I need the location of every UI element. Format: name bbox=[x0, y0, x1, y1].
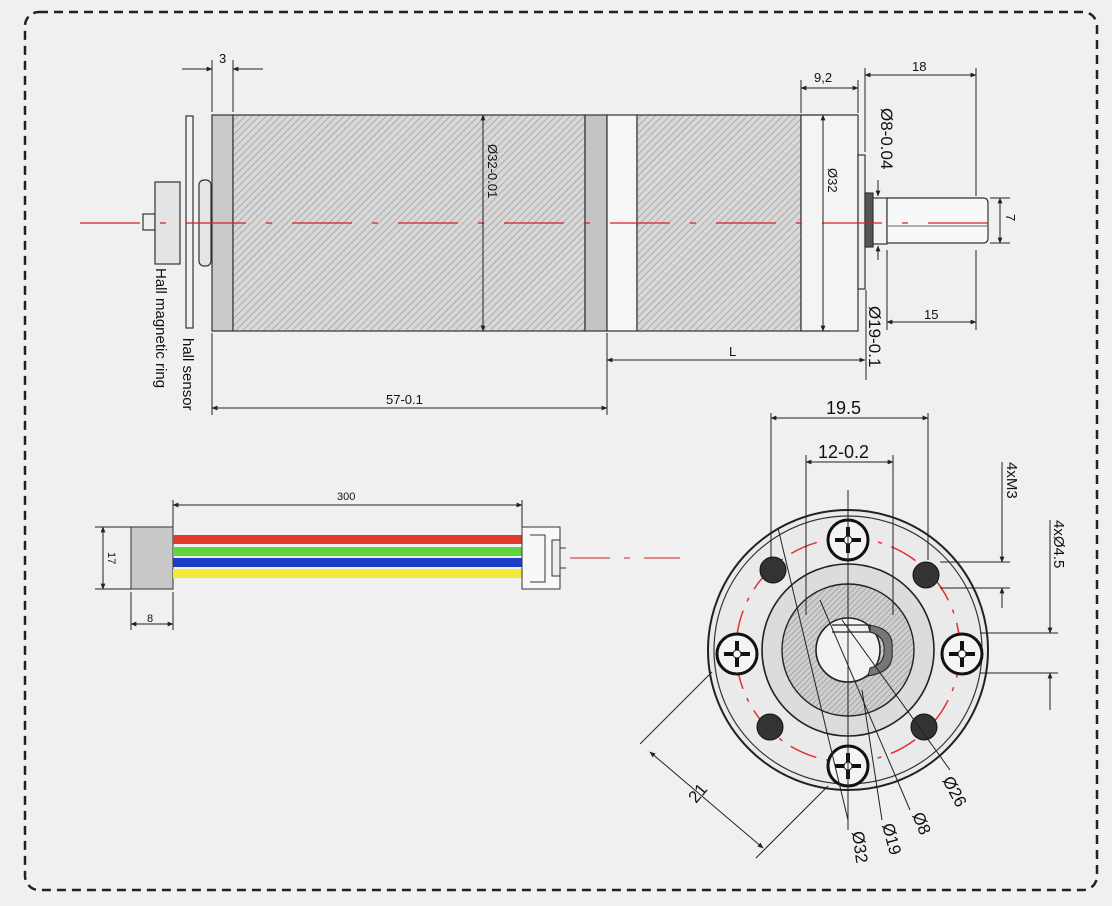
hall-magnetic-ring bbox=[154, 181, 181, 265]
dim-300-label: 300 bbox=[337, 491, 355, 503]
rear-shaft bbox=[142, 213, 156, 231]
dim-d8-face-label: Ø8 bbox=[908, 809, 934, 837]
wire-yellow bbox=[173, 569, 522, 578]
dim-d32-face-label: Ø32 bbox=[848, 830, 871, 864]
front-boss bbox=[857, 154, 866, 290]
dim-19-5-label: 19.5 bbox=[826, 398, 861, 418]
hall-sensor-plate bbox=[185, 115, 194, 329]
dim-17-label: 17 bbox=[105, 552, 117, 564]
dim-d19-label: Ø19-0.1 bbox=[865, 306, 884, 367]
dim-18-label: 18 bbox=[912, 59, 926, 74]
dim-4xM3-label: 4xM3 bbox=[1003, 462, 1020, 499]
wire-green bbox=[173, 547, 522, 556]
dim-d19-face-label: Ø19 bbox=[878, 821, 905, 857]
m3-hole-top-left bbox=[759, 556, 787, 584]
m3-hole-top-right bbox=[912, 561, 940, 589]
dim-12-label: 12-0.2 bbox=[818, 442, 869, 462]
hall-magnetic-ring-label: Hall magnetic ring bbox=[152, 268, 169, 388]
dim-d32-body-label: Ø32-0.01 bbox=[485, 144, 500, 198]
dim-L-label: L bbox=[729, 344, 736, 359]
wire-red bbox=[173, 535, 522, 544]
dim-9-2-label: 9,2 bbox=[814, 70, 832, 85]
front-washer bbox=[864, 192, 874, 248]
drawing-frame bbox=[23, 10, 1099, 892]
dim-57-label: 57-0.1 bbox=[386, 392, 423, 407]
hall-sensor-label: hall sensor bbox=[179, 338, 196, 411]
dim-d32-gear-label: Ø32 bbox=[825, 168, 840, 193]
dim-d26-label: Ø26 bbox=[938, 773, 970, 810]
dim-15-label: 15 bbox=[924, 307, 938, 322]
retaining-clip bbox=[867, 624, 893, 677]
screw-right bbox=[940, 632, 984, 676]
wire-blue bbox=[173, 558, 522, 567]
dim-7-label: 7 bbox=[1003, 214, 1018, 221]
dim-d8-label: Ø8-0.04 bbox=[877, 108, 896, 169]
dim-8-label: 8 bbox=[147, 613, 153, 625]
dim-21-label: 21 bbox=[685, 780, 712, 807]
dim-4xd4-5-label: 4xØ4.5 bbox=[1050, 520, 1067, 568]
output-shaft bbox=[886, 197, 989, 244]
cable-assembly bbox=[130, 526, 566, 590]
cable-plug bbox=[130, 526, 174, 590]
m3-hole-bottom-left bbox=[756, 713, 784, 741]
screw-left bbox=[715, 632, 759, 676]
dim-3-label: 3 bbox=[219, 51, 226, 66]
m3-hole-bottom-right bbox=[910, 713, 938, 741]
